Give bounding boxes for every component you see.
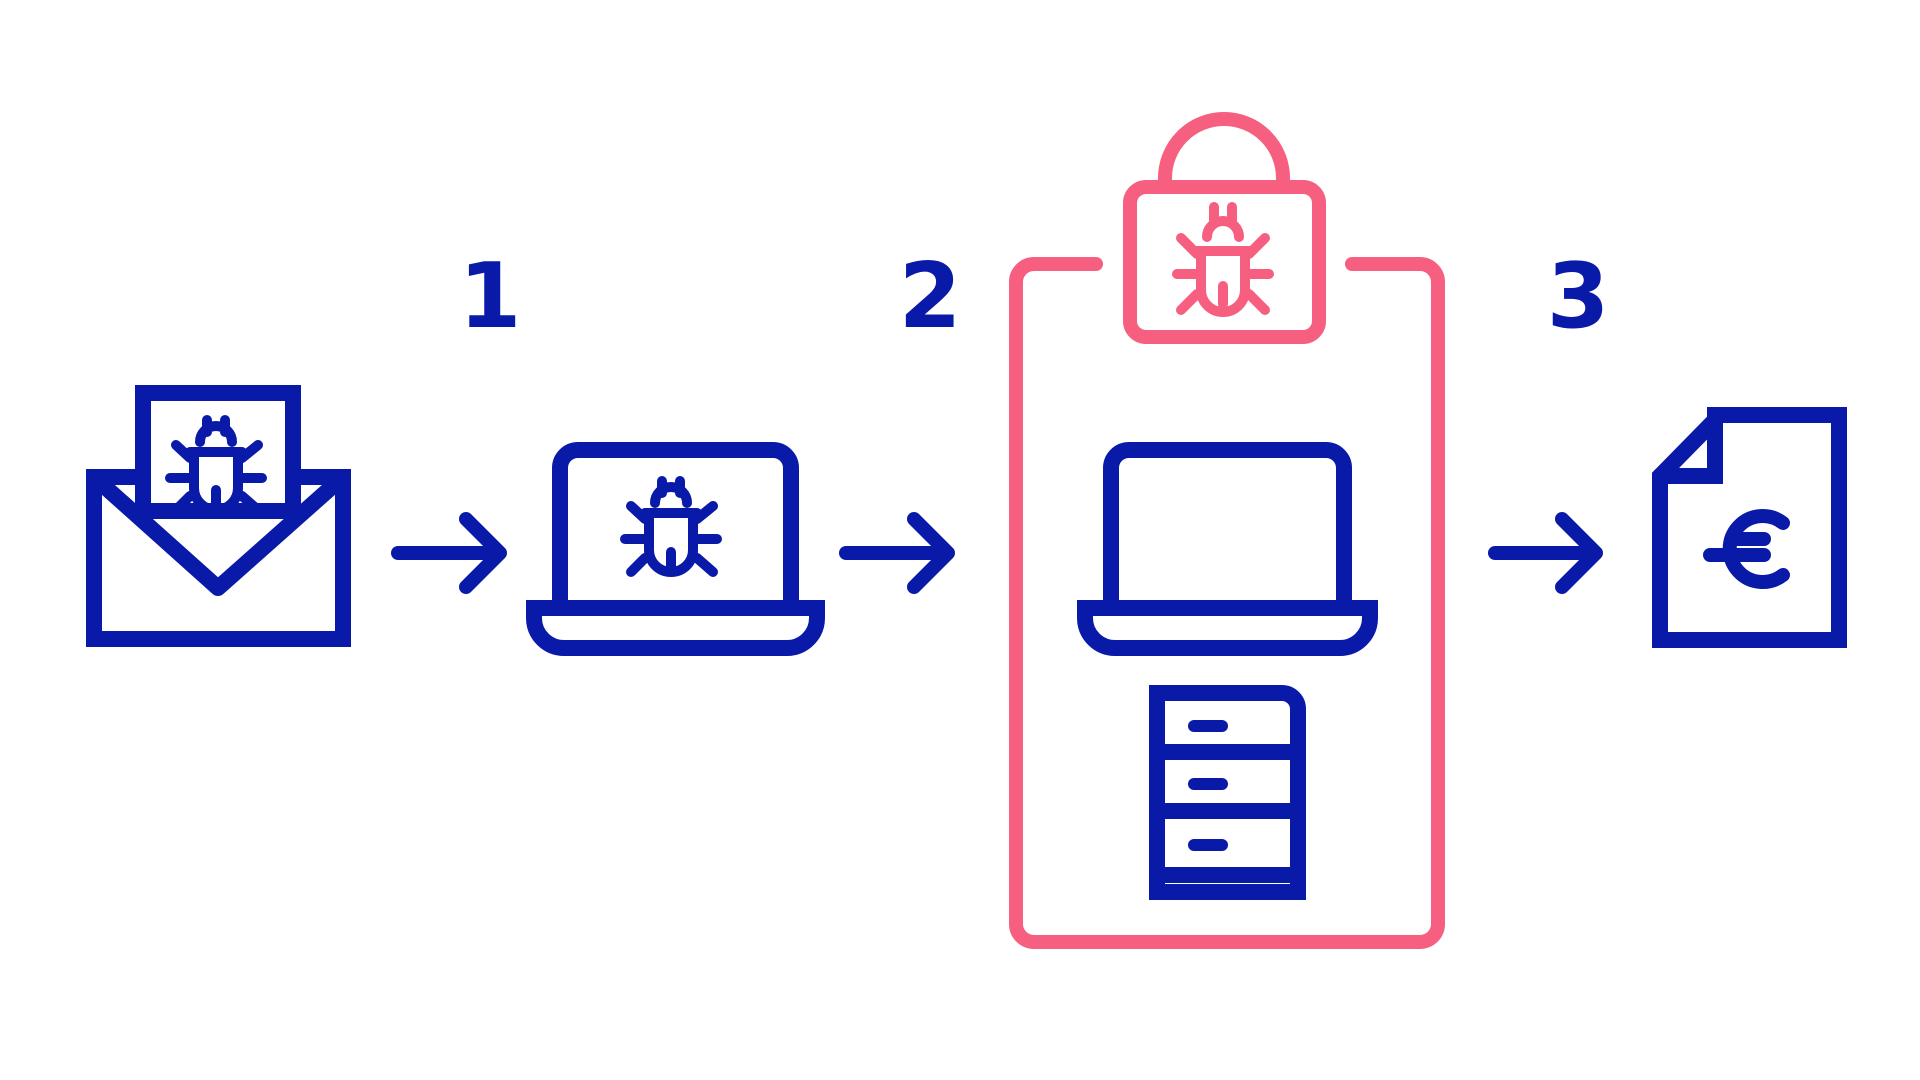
arrow-icon [1488, 512, 1603, 594]
locked-systems-frame [1009, 257, 1445, 949]
padlock-shackle [1158, 112, 1290, 194]
laptop-icon [1077, 442, 1378, 656]
step-number-2: 2 [899, 244, 962, 349]
euro-invoice-icon [1652, 407, 1847, 648]
locked-bug-icon [1123, 112, 1326, 344]
infected-email-icon [86, 385, 351, 647]
laptop-bug-icon [620, 476, 722, 577]
email-bug-icon [165, 415, 267, 515]
padlock-body [1123, 180, 1326, 344]
arrow-icon [391, 512, 507, 594]
euro-sign-icon [1703, 509, 1790, 589]
infected-laptop-icon [526, 442, 825, 656]
server-cabinet-icon [1149, 685, 1306, 900]
arrow-icon [839, 512, 955, 594]
step-number-3: 3 [1547, 244, 1610, 349]
padlock-bug-icon [1172, 202, 1274, 317]
step-number-1: 1 [459, 244, 522, 349]
